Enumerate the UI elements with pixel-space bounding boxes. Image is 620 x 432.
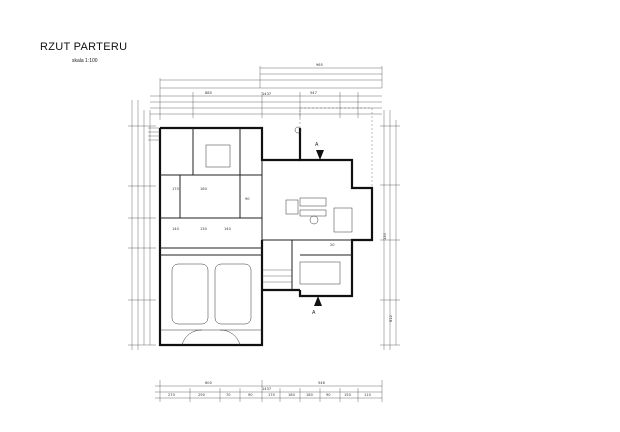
- room-label: 20: [330, 243, 335, 247]
- section-arrow-top: [316, 150, 324, 160]
- drawing-title: RZUT PARTERU: [40, 41, 128, 53]
- bottom-chain-value: 170: [268, 393, 276, 397]
- bottom-chain-value: 70: [226, 393, 231, 397]
- bottom-chain-value: 90: [248, 393, 253, 397]
- room-label: 180: [200, 187, 208, 191]
- room-label: 90: [245, 197, 250, 201]
- bottom-chain-value: 150: [344, 393, 352, 397]
- dimension-top-far: 965: [316, 63, 323, 67]
- bottom-chain-value: 290: [198, 393, 206, 397]
- dimension-right-top: 812: [389, 315, 393, 322]
- bottom-chain-value: 110: [364, 393, 372, 397]
- section-marker-a: A: [312, 310, 316, 316]
- room-label: 130: [200, 227, 208, 231]
- bottom-dimension-chain: 270 290 70 90 170 180 180 90 150 110: [168, 393, 372, 397]
- interior-walls: [160, 128, 352, 290]
- dimension-top-right: 547: [310, 91, 317, 95]
- drawing-scale: skala 1:100: [72, 58, 98, 64]
- dimension-bottom-right: 546: [318, 381, 326, 385]
- section-arrow: [314, 296, 322, 306]
- entry-steps: [148, 127, 292, 283]
- bottom-chain-value: 180: [306, 393, 314, 397]
- top-dimension-lines: [150, 66, 383, 120]
- right-dimension-lines: [380, 110, 400, 350]
- dimension-right-mid: 130: [383, 232, 387, 240]
- bottom-chain-value: 90: [326, 393, 331, 397]
- dimension-top-left: 880: [205, 91, 213, 95]
- room-label: 170: [172, 187, 180, 191]
- bottom-chain-value: 180: [288, 393, 296, 397]
- section-marker-a-top: A: [315, 142, 319, 148]
- living-room-furniture: [205, 126, 353, 285]
- dimension-bottom-left: 600: [205, 381, 213, 385]
- room-label: 140: [224, 227, 232, 231]
- exterior-walls: [158, 126, 374, 347]
- roof-outline: [299, 107, 373, 188]
- bottom-chain-value: 270: [168, 393, 176, 397]
- garage-cars: [160, 263, 262, 346]
- dimension-top-overall: 1437: [262, 92, 271, 96]
- room-label: 140: [172, 227, 180, 231]
- bottom-dimension-lines: [155, 380, 383, 402]
- left-dimension-lines: [128, 100, 156, 350]
- dimension-bottom-overall: 1437: [262, 387, 271, 391]
